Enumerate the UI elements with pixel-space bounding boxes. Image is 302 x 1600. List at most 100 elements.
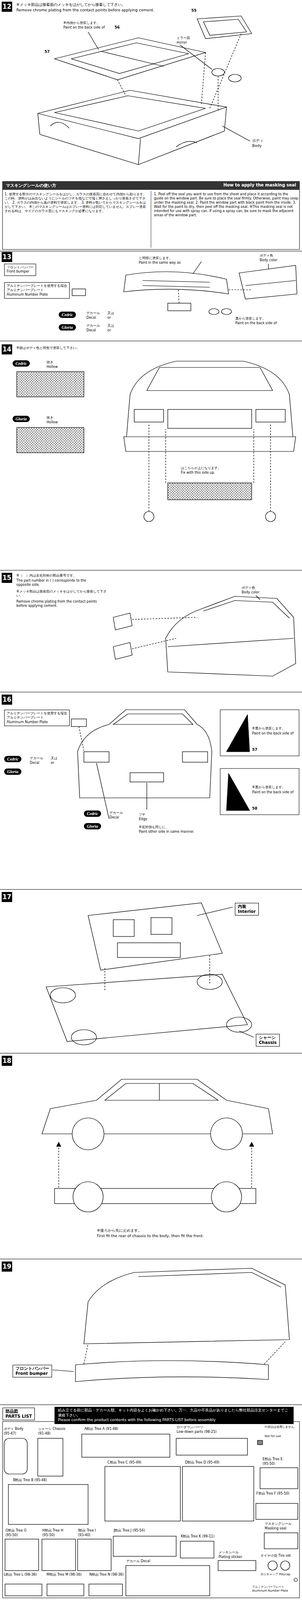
step-number: 19 — [1, 1260, 13, 1271]
note-text: アルミナンバープレート Aluminum Number Plate — [251, 1583, 299, 1591]
note-text: J部品 Tree J (95-54) — [113, 1526, 146, 1531]
note-text: ※裏から塗装します。 — [251, 725, 286, 730]
step-number: 17 — [1, 890, 13, 901]
node-text: PARTS LIST — [5, 1412, 32, 1418]
callout-box: アルミナンバープレートを使用する場合アルミナンバープレートAluminum Nu… — [4, 708, 70, 726]
node-text: 組み立てる前に部品・デカール類、キット内容をよくお確かめ下さい。万一、欠品や不良… — [57, 1406, 291, 1417]
node-text: Gloria — [15, 416, 27, 421]
logo-badge: Cedric — [58, 311, 76, 318]
note-text: ボディ — [251, 138, 264, 144]
logo-badge: Gloria — [58, 323, 76, 331]
note-text: ※内側から塗装します。 — [62, 20, 101, 26]
heading-box: 内装Interior — [234, 901, 259, 915]
note-text: Decal — [109, 814, 120, 819]
note-text: (93-40) — [77, 1531, 92, 1536]
note-text: ミラー面 — [176, 36, 191, 41]
note-text: メッキシール — [218, 1548, 240, 1553]
logo-badge: Gloria — [12, 415, 30, 422]
note-text: E部品 Tree E — [262, 1455, 284, 1460]
note-text: タイヤ小袋 Tire set — [260, 1551, 292, 1557]
heading-box: フロントバンパーFront bumper — [12, 1363, 53, 1376]
note-text: Decal — [85, 315, 97, 320]
note-text: G部品 Tree G — [5, 1526, 27, 1531]
note-text: C部品 Tree C (95-49) — [106, 1458, 142, 1464]
note-text: デカール — [29, 755, 44, 760]
callout-box: アルミナンバープレートを使用する場合アルミナンバープレートAluminum Nu… — [4, 281, 70, 299]
note-text: (91-48) — [37, 1429, 52, 1435]
node-text: 14 — [2, 343, 12, 355]
note-text: 抜き — [46, 359, 54, 365]
note-text: N部品 Tree N (98-36) — [88, 1570, 125, 1576]
note-text: H部品 Tree H — [41, 1526, 64, 1531]
note-text: Plating sticker — [218, 1553, 243, 1558]
note-text: Paint on the back side of — [234, 320, 278, 326]
node-text: 16 — [2, 693, 12, 704]
note-text: Remove chrome plating from the contact p… — [15, 598, 101, 608]
section-band: マスキングシールの使い方 How to apply the masking sea… — [2, 181, 300, 190]
note-text: デカール — [109, 809, 124, 815]
note-text: デカール Decal — [125, 1557, 151, 1562]
logo-badge: Gloria — [83, 822, 102, 829]
note-text: Masking seal — [264, 1524, 287, 1529]
note-text: 又は — [106, 310, 115, 316]
node-text: アルミナンバープレート — [6, 714, 68, 719]
note-text: B部品 Tree B (95-48) — [12, 1476, 48, 1481]
note-text: ※裏から塗装します。 — [251, 784, 286, 789]
note-text: ボディ色 — [241, 585, 256, 590]
node-text: Gloria — [61, 324, 73, 330]
note-text: Paint on the back side of — [251, 730, 295, 735]
node-text: Please confirm the product contents with… — [57, 1416, 291, 1422]
note-text: ※（ ）内は左右対称の部品番号です。 — [15, 572, 77, 578]
note-text: Paint other side in same manner. — [138, 828, 195, 834]
node-text: 18 — [2, 1054, 12, 1065]
node-text: 部品図 — [5, 1407, 32, 1413]
note-text: Remove chrome plating from the contact p… — [15, 7, 155, 13]
note-text: F部品 Tree F (95-50) — [255, 1489, 290, 1495]
note-text: (95-50) — [262, 1460, 276, 1465]
note-text: Paint on the back side of — [62, 25, 106, 30]
note-text: 又は — [50, 755, 58, 760]
step-number: 12 — [1, 1, 13, 12]
node-text: シャーシ — [258, 1033, 277, 1039]
note-text: フチ — [138, 811, 146, 816]
note-text: (95-47) — [3, 1429, 17, 1435]
note-text: ※⑭はボディ色と同色で塗装して下さい。 — [15, 345, 81, 350]
note-text: Hollow — [46, 419, 59, 425]
callout-number: 58 — [251, 805, 258, 810]
note-text: Decal — [85, 328, 97, 333]
node-text: Gloria — [86, 822, 99, 828]
note-text: Low-down parts (98-25) — [176, 1428, 217, 1433]
node-text: How to apply the masking seal — [223, 182, 297, 189]
heading-box: 部品図PARTS LIST — [2, 1405, 35, 1419]
note-text: M部品 Tree M (98-36) — [46, 1570, 83, 1576]
callout-number: 56 — [114, 25, 121, 30]
node-text: フロントバンパー — [15, 1364, 50, 1370]
logo-badge: Gloria — [4, 767, 22, 774]
node-text: 17 — [2, 890, 12, 901]
step-number: 15 — [1, 572, 13, 583]
note-text: or — [106, 328, 112, 333]
step-number: 14 — [1, 343, 13, 355]
node-text: Cedric — [61, 312, 73, 317]
note-text: (95-50) — [41, 1531, 56, 1536]
note-text: Paint on the back side of — [251, 789, 295, 794]
logo-badge: Cedric — [4, 755, 22, 762]
note-text: ※メッキ部品は接着面のメッキをはがしてから接着して下さい。 — [15, 588, 110, 598]
note-text: ボディ色 — [259, 253, 274, 258]
node-text: アルミナンバープレートを使用する場合 — [6, 710, 68, 715]
note-text: Hollow — [46, 364, 59, 369]
node-text: フロントバンパー — [6, 265, 34, 270]
step-number: 16 — [1, 693, 13, 704]
note-text: First fit the rear of chassis to the bod… — [96, 1232, 205, 1237]
node-text: Front bumper — [15, 1369, 50, 1375]
note-text: ※反対側も同じに。 — [138, 824, 170, 829]
step-number: 18 — [1, 1054, 13, 1065]
note-text: or — [50, 760, 55, 765]
note-text: or — [106, 315, 112, 320]
note-text: 1. Peel off the seal you want to use fro… — [153, 192, 299, 218]
note-text: Decal — [29, 760, 40, 765]
node-text: マスキングシールの使い方 — [5, 182, 57, 189]
note-text: デカール — [85, 323, 101, 328]
note-text: と同様に塗装します。 — [138, 255, 173, 261]
